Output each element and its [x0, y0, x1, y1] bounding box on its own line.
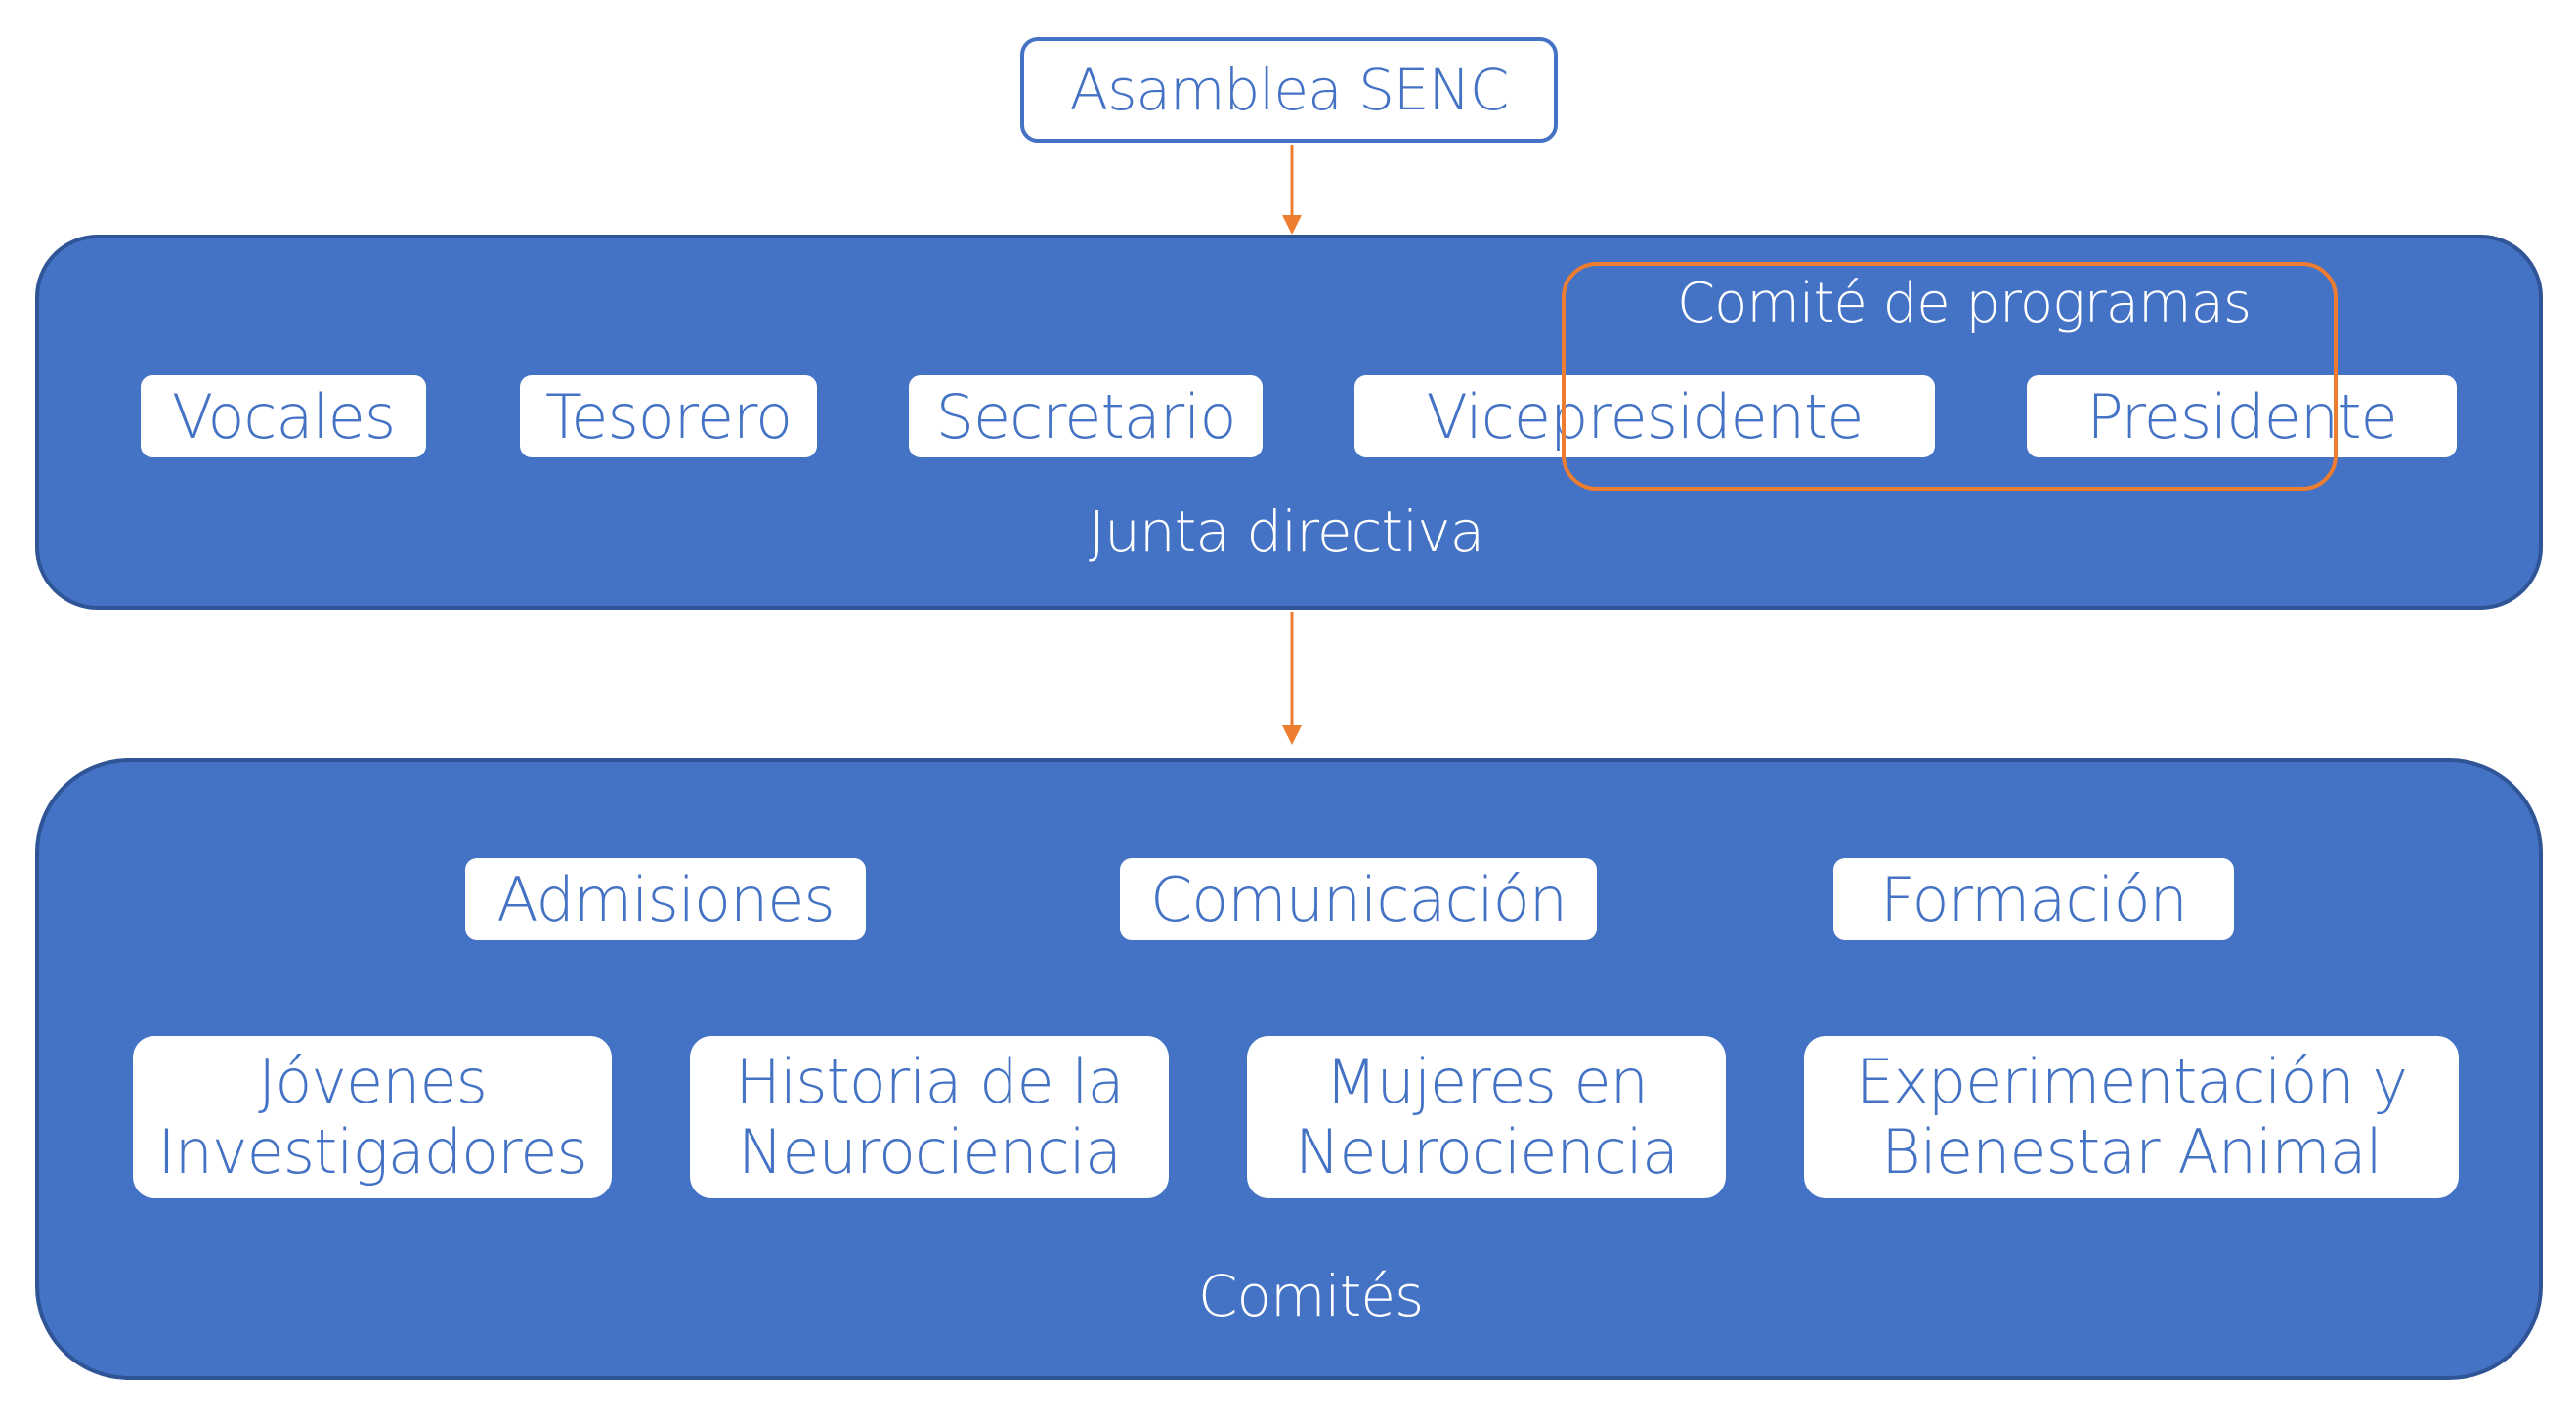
comite-historia-neurociencia: Historia de la Neurociencia — [690, 1036, 1169, 1198]
arrowhead-comites — [1282, 725, 1302, 745]
comite-formacion: Formación — [1833, 858, 2234, 940]
comite-experimentacion-bienestar-animal: Experimentación y Bienestar Animal — [1804, 1036, 2459, 1198]
role-vicepresidente: Vicepresidente — [1354, 375, 1935, 457]
arrowhead-junta — [1282, 215, 1302, 235]
role-secretario: Secretario — [909, 375, 1263, 457]
comite-mujeres-neurociencia: Mujeres en Neurociencia — [1247, 1036, 1726, 1198]
role-tesorero: Tesorero — [520, 375, 817, 457]
role-vocales: Vocales — [141, 375, 426, 457]
comite-comunicacion: Comunicación — [1120, 858, 1597, 940]
role-presidente: Presidente — [2027, 375, 2457, 457]
comite-de-programas-group — [1562, 262, 2338, 491]
comite-de-programas-label: Comité de programas — [1677, 272, 2252, 335]
comites-label: Comités — [1198, 1263, 1424, 1329]
comite-jovenes-investigadores: Jóvenes Investigadores — [133, 1036, 612, 1198]
comite-admisiones: Admisiones — [465, 858, 866, 940]
asamblea-senc-node: Asamblea SENC — [1020, 37, 1558, 143]
junta-directiva-label: Junta directiva — [1089, 498, 1484, 565]
